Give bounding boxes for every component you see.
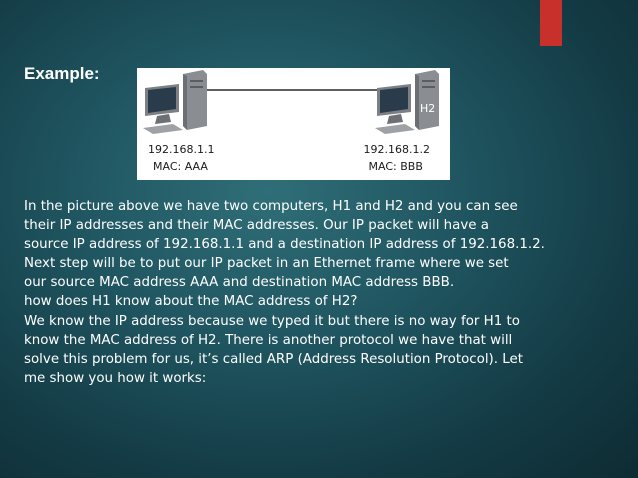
slide-title: Example: [24,64,100,83]
red-accent-bar [540,0,562,46]
body-line: know the MAC address of H2. There is ano… [24,332,513,348]
h1-label: H1 [206,102,222,115]
network-diagram-graphic [143,70,439,134]
body-line: source IP address of 192.168.1.1 and a d… [24,237,545,253]
body-line: their IP addresses and their MAC address… [24,218,489,234]
h2-label: H2 [420,102,436,115]
body-line: In the picture above we have two compute… [24,199,518,214]
body-line: We know the IP address because we typed … [24,313,520,329]
network-diagram: H1 H2 192.168.1.1 MAC: AAA 192.168.1.2 M… [137,68,450,180]
body-line: me show you how it works: [24,370,207,386]
h2-mac-address: MAC: BBB [368,160,423,173]
body-line: solve this problem for us, it’s called A… [24,351,524,367]
h2-ip-address: 192.168.1.2 [363,143,430,156]
body-line: how does H1 know about the MAC address o… [24,294,358,310]
body-line: our source MAC address AAA and destinati… [24,275,455,291]
h2-address-block: 192.168.1.2 MAC: BBB [364,141,430,175]
h1-mac-address: MAC: AAA [153,160,208,173]
h1-ip-address: 192.168.1.1 [148,143,215,156]
computer-icon [143,70,207,134]
h1-address-block: 192.168.1.1 MAC: AAA [148,141,214,175]
body-paragraph: In the picture above we have two compute… [24,197,630,388]
body-line: Next step will be to put our IP packet i… [24,256,509,272]
computer-icon [375,70,439,134]
